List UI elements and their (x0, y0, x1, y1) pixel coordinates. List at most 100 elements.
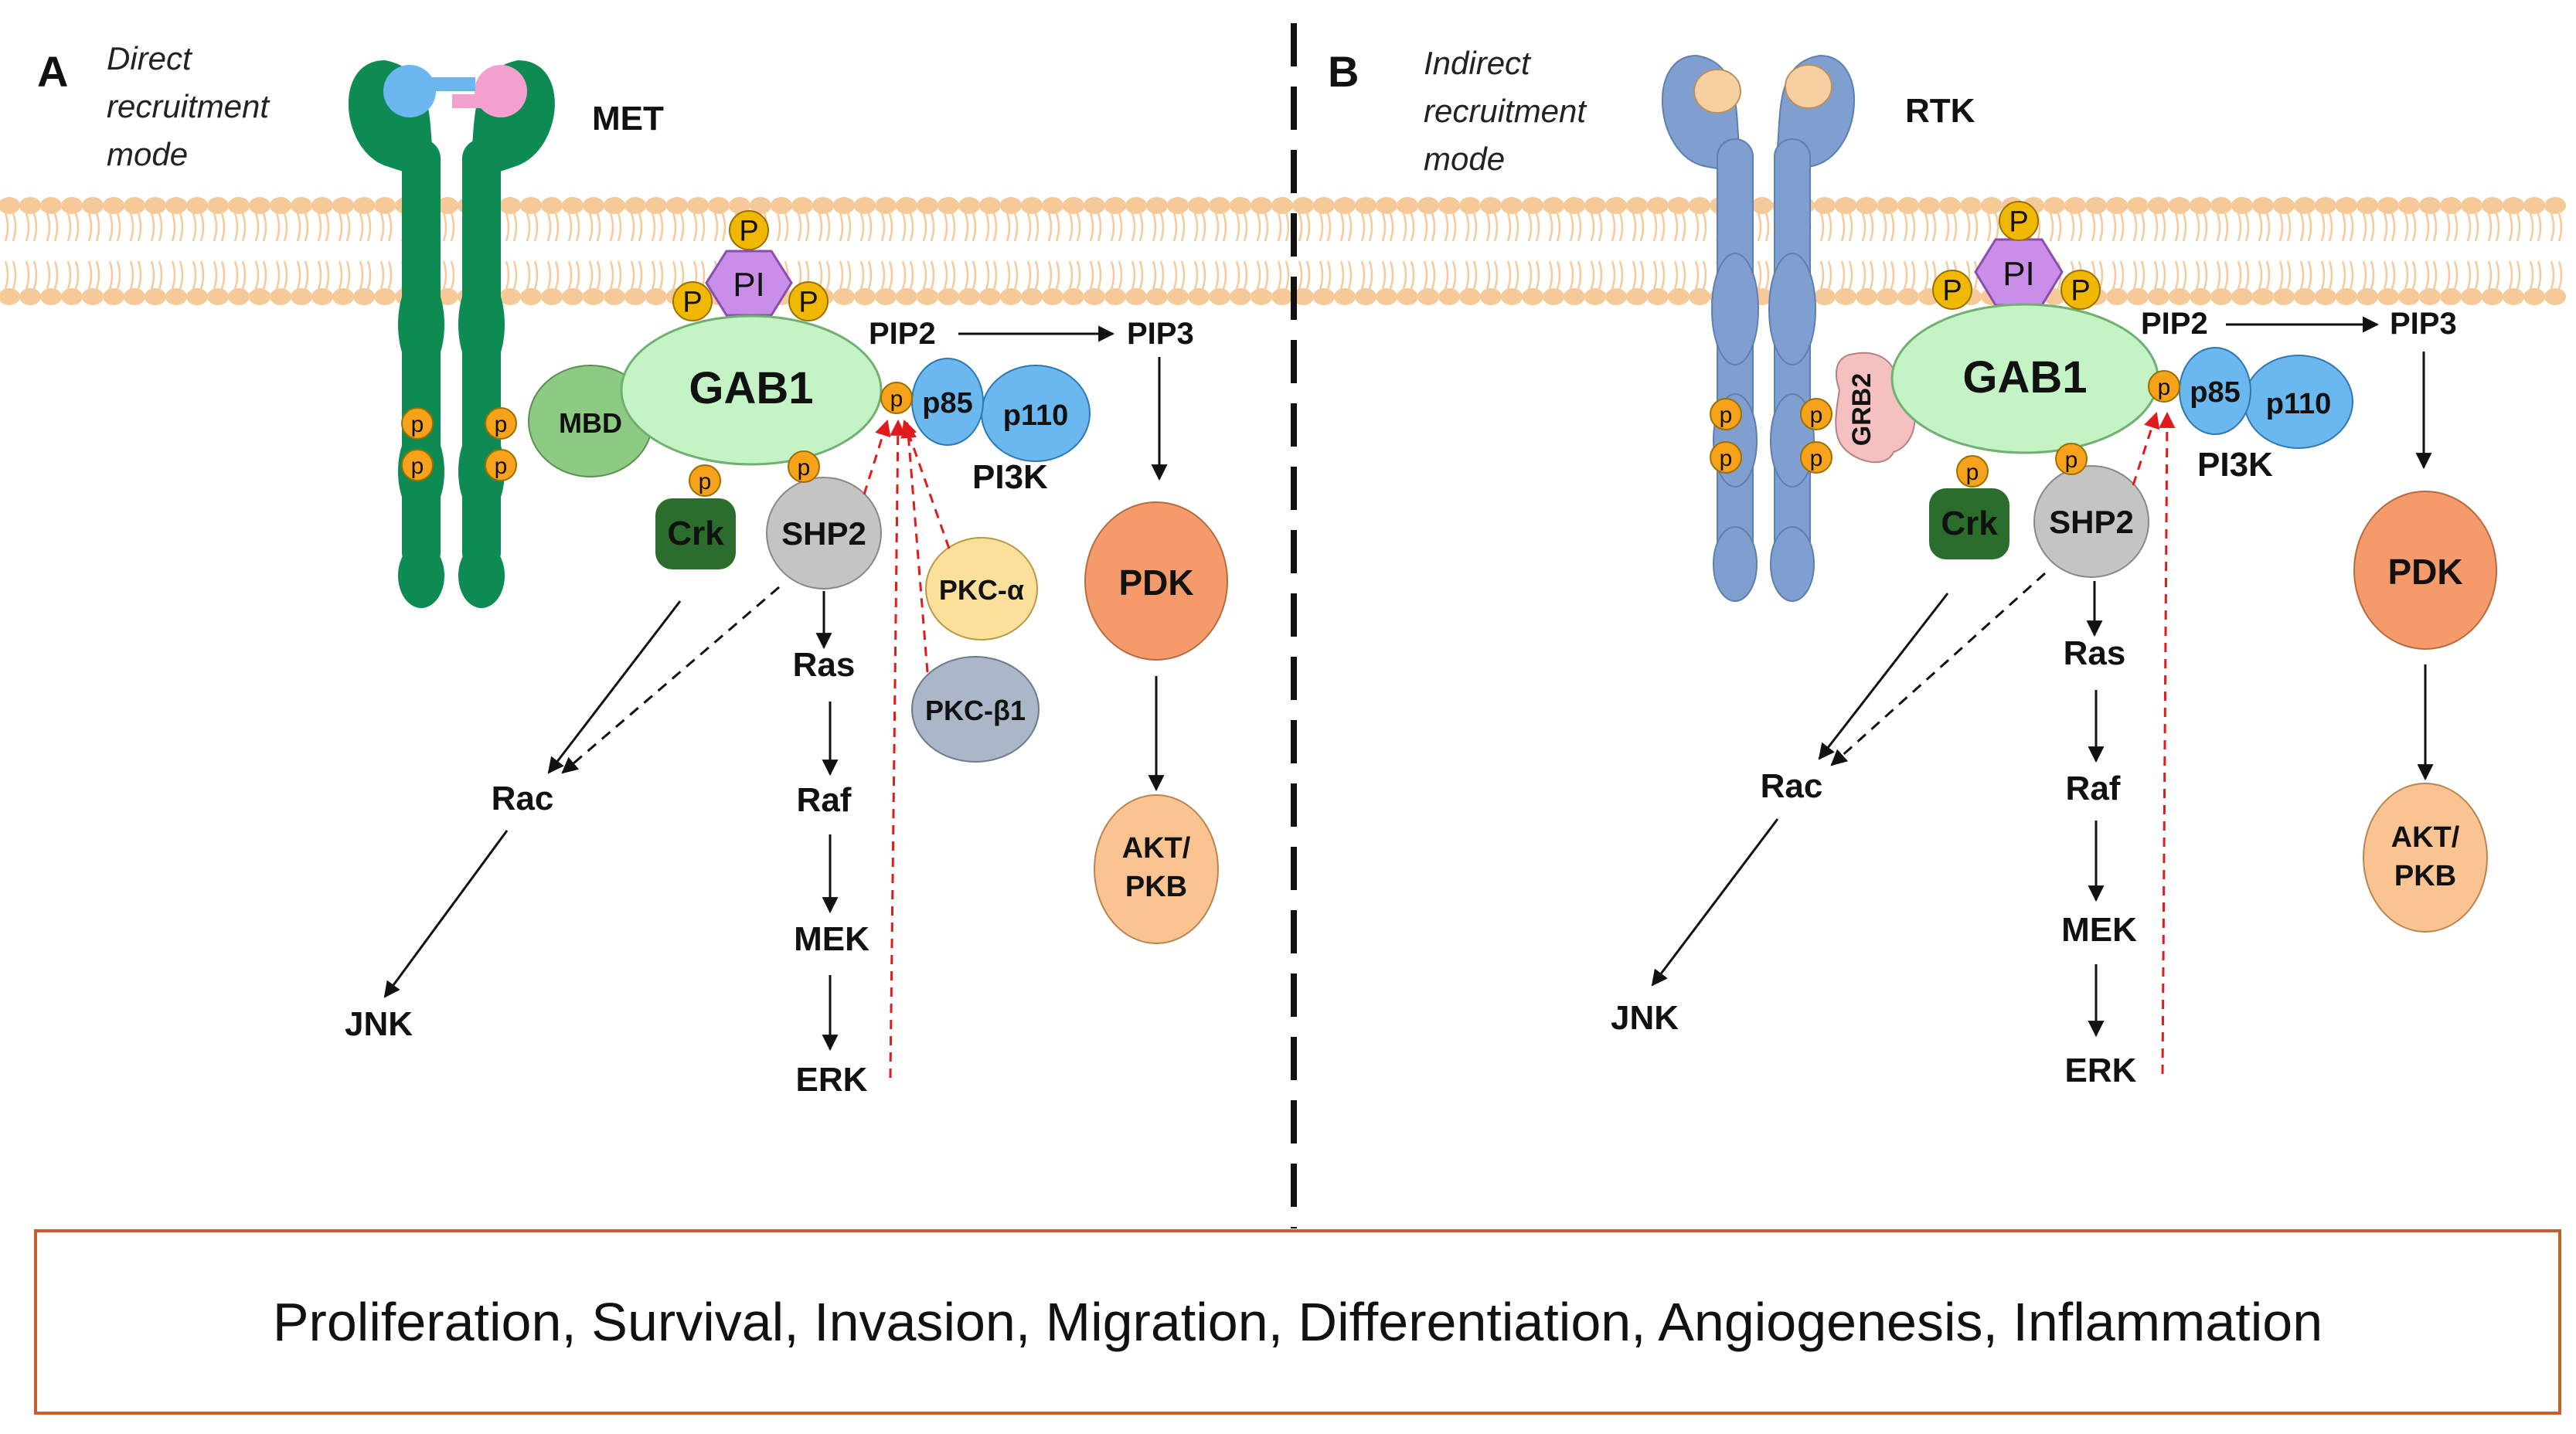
lipid-tail (317, 212, 322, 242)
lipid-head (1167, 197, 1189, 214)
lipid-tail (2391, 260, 2396, 290)
lipid-tail (2453, 212, 2459, 242)
lipid-tail (679, 212, 685, 242)
lipid-tail (1423, 260, 1428, 290)
lipid-tail (825, 212, 831, 242)
lipid-head (2294, 288, 2316, 305)
lipid-tail (66, 260, 72, 290)
rac-label-b: Rac (1761, 767, 1823, 805)
phosphosite-a-2-label: p (495, 412, 508, 437)
lipid-tail (1694, 260, 1700, 290)
lipid-tail (1618, 260, 1624, 290)
lipid-head (1897, 197, 1919, 214)
lipid-tail (2370, 212, 2375, 242)
lipid-head (1271, 288, 1293, 305)
lipid-head (1376, 288, 1397, 305)
lipid-tail (2307, 260, 2312, 290)
crk-node-b (1929, 488, 2009, 559)
lipid-tail (2112, 260, 2117, 290)
lipid-tail (533, 212, 539, 242)
lipid-head (896, 197, 917, 214)
p85-label-a: p85 (922, 387, 972, 420)
lipid-head (2294, 197, 2316, 214)
pi-phosphate-b-0: P (1999, 201, 2039, 241)
lipid-tail (2244, 212, 2250, 242)
lipid-head (207, 197, 229, 214)
lipid-tail (1431, 212, 1436, 242)
lipid-head (2377, 288, 2399, 305)
lipid-tail (2487, 260, 2493, 290)
lipid-tail (158, 212, 163, 242)
lipid-tail (930, 260, 935, 290)
raf-label-b: Raf (2066, 770, 2121, 807)
shp2-label-a: SHP2 (781, 515, 866, 552)
lipid-tail (2550, 212, 2555, 242)
lipid-tail (450, 260, 455, 290)
lipid-tail (1193, 212, 1199, 242)
lipid-head (1292, 197, 1314, 214)
lipid-tail (2258, 212, 2263, 242)
gab1-label-a: GAB1 (689, 363, 813, 413)
lipid-head (1856, 288, 1877, 305)
lipid-head (1689, 197, 1710, 214)
panel-b-mode-line3: mode (1424, 141, 1505, 177)
lipid-tail (2320, 260, 2326, 290)
lipid-tail (2278, 212, 2284, 242)
lipid-tail (2537, 212, 2542, 242)
lipid-tail (304, 260, 309, 290)
lipid-tail (2516, 260, 2521, 290)
panel-a-mode-line1: Direct (107, 40, 193, 76)
lipid-tail (1965, 212, 1971, 242)
panel-b-mode-line1: Indirect (1424, 45, 1532, 81)
lipid-tail (943, 260, 948, 290)
gab1-label-b: GAB1 (1962, 352, 2087, 403)
lipid-tail (262, 260, 267, 290)
lipid-head (1584, 197, 1606, 214)
lipid-tail (1243, 260, 1248, 290)
lipid-tail (296, 260, 301, 290)
lipid-head (979, 197, 1001, 214)
lipid-tail (116, 260, 121, 290)
lipid-tail (588, 212, 594, 242)
lipid-head (2064, 197, 2086, 214)
lipid-tail (1702, 212, 1707, 242)
lipid-tail (1465, 260, 1470, 290)
pi-phosphate-b-2-label: P (2071, 275, 2090, 308)
lipid-head (2503, 288, 2524, 305)
lipid-tail (1890, 260, 1895, 290)
lipid-tail (1548, 212, 1553, 242)
akt-label-b-line1: AKT/ (2391, 821, 2460, 854)
akt-label-b-line2: PKB (2394, 860, 2456, 892)
lipid-tail (1577, 260, 1582, 290)
lipid-head (1251, 288, 1272, 305)
pi-phosphate-b-1: P (1932, 270, 1972, 310)
lipid-tail (241, 212, 247, 242)
lipid-tail (1360, 212, 1366, 242)
pdk-node-a (1084, 501, 1228, 661)
lipid-head (1438, 288, 1460, 305)
lipid-head (750, 197, 771, 214)
lipid-tail (2404, 212, 2409, 242)
phosphosite-b-5: p (2055, 443, 2088, 475)
lipid-tail (338, 260, 343, 290)
phosphosite-a-1: p (401, 449, 434, 481)
lipid-head (2273, 288, 2295, 305)
lipid-tail (972, 212, 977, 242)
lipid-tail (2161, 212, 2166, 242)
lipid-tail (658, 212, 664, 242)
lipid-tail (651, 260, 656, 290)
lipid-head (1313, 197, 1335, 214)
pi-label-b: PI (2003, 255, 2035, 293)
lipid-tail (596, 212, 601, 242)
lipid-head (1814, 288, 1836, 305)
lipid-tail (192, 212, 197, 242)
lipid-head (2419, 288, 2441, 305)
mek-label-b: MEK (2061, 911, 2137, 949)
lipid-head (2544, 197, 2566, 214)
lipid-tail (1535, 260, 1540, 290)
lipid-head (2127, 288, 2149, 305)
lipid-tail (2495, 212, 2500, 242)
lipid-tail (220, 260, 226, 290)
pi-phosphate-b-1-label: P (1942, 275, 1962, 308)
